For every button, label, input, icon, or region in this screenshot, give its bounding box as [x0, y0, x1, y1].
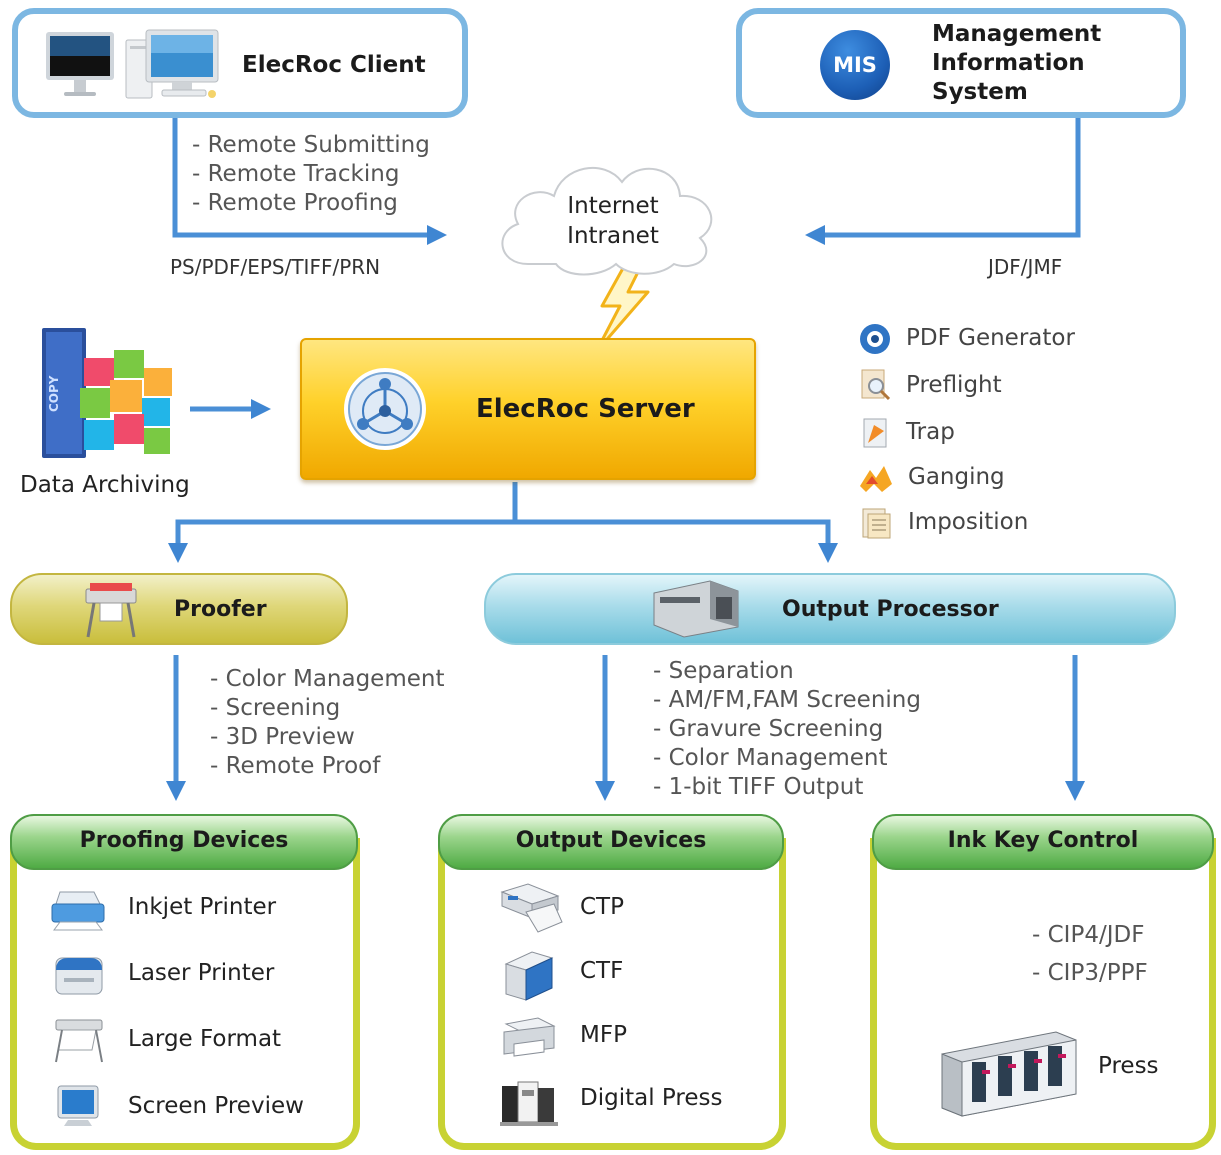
- mis-badge: MIS: [820, 30, 890, 100]
- output-processor-icon: [650, 577, 742, 645]
- feature-trap: Trap: [906, 419, 955, 445]
- cloud-label: Internet Intranet: [548, 191, 678, 251]
- cloud-line1: Internet: [567, 193, 659, 219]
- ganging-icon: [856, 462, 896, 500]
- output-processor-title: Output Processor: [782, 597, 999, 622]
- mis-title-line2: Information: [932, 50, 1085, 76]
- proofer-feature: - 3D Preview: [210, 724, 355, 750]
- proofer-feature: - Remote Proof: [210, 753, 381, 779]
- device-large-format: Large Format: [128, 1026, 282, 1052]
- ink-key-control-header: Ink Key Control: [872, 814, 1214, 870]
- mis-badge-label: MIS: [833, 53, 877, 77]
- device-ctf: CTF: [580, 958, 624, 984]
- ink-key-protocols: - CIP4/JDF - CIP3/PPF: [1032, 916, 1148, 992]
- processor-feature: - Separation: [653, 658, 794, 684]
- mis-box: MIS Management Information System: [736, 8, 1186, 118]
- client-title: ElecRoc Client: [242, 52, 426, 78]
- printing-press-icon: [936, 1024, 1082, 1124]
- mis-title: Management Information System: [932, 20, 1101, 107]
- preflight-icon: [858, 368, 892, 406]
- imac-icon: [44, 30, 116, 106]
- ink-key-protocol: - CIP3/PPF: [1032, 960, 1148, 986]
- mis-title-line1: Management: [932, 21, 1102, 47]
- pdf-generator-icon: [858, 322, 892, 360]
- proofing-devices-header: Proofing Devices: [10, 814, 358, 870]
- output-devices-header: Output Devices: [438, 814, 784, 870]
- elecroc-server-box: ElecRoc Server: [300, 338, 756, 480]
- processor-feature: - 1-bit TIFF Output: [653, 774, 864, 800]
- feature-pdf-generator: PDF Generator: [906, 325, 1075, 351]
- trap-icon: [858, 415, 892, 453]
- cloud-line2: Intranet: [567, 223, 659, 249]
- elecroc-client-box: ElecRoc Client: [12, 8, 468, 118]
- ink-key-protocol: - CIP4/JDF: [1032, 922, 1145, 948]
- digital-press-icon: [500, 1076, 558, 1132]
- cloud-icon: [488, 152, 728, 284]
- formats-label: PS/PDF/EPS/TIFF/PRN: [170, 255, 381, 279]
- output-processor-pill: Output Processor: [484, 573, 1176, 645]
- feature-ganging: Ganging: [908, 464, 1005, 490]
- server-title: ElecRoc Server: [476, 394, 695, 424]
- large-format-icon: [52, 1016, 106, 1068]
- jdf-label: JDF/JMF: [988, 255, 1063, 279]
- laser-printer-icon: [54, 952, 104, 1002]
- imposition-icon: [860, 506, 894, 544]
- remote-features-list: - Remote Submitting - Remote Tracking - …: [192, 131, 430, 218]
- feature-preflight: Preflight: [906, 372, 1002, 398]
- proofer-title: Proofer: [174, 597, 267, 622]
- client-to-cloud-arrow: [172, 118, 448, 245]
- screen-preview-icon: [54, 1084, 102, 1132]
- server-to-proofer-arrow: [168, 482, 518, 564]
- remote-feature: - Remote Proofing: [192, 190, 398, 216]
- remote-feature: - Remote Tracking: [192, 161, 400, 187]
- processor-feature: - Gravure Screening: [653, 716, 884, 742]
- server-logo-icon: [342, 366, 428, 456]
- proofer-features-list: - Color Management - Screening - 3D Prev…: [210, 665, 444, 781]
- device-mfp: MFP: [580, 1022, 627, 1048]
- device-inkjet-printer: Inkjet Printer: [128, 894, 277, 920]
- ctf-icon: [502, 946, 556, 1006]
- plotter-icon: [80, 579, 142, 647]
- data-archiving-icon: COPY: [40, 322, 176, 474]
- proofer-pill: Proofer: [10, 573, 348, 645]
- mis-title-line3: System: [932, 79, 1028, 105]
- inkjet-printer-icon: [50, 888, 106, 936]
- mfp-icon: [500, 1014, 558, 1064]
- proofer-feature: - Screening: [210, 695, 341, 721]
- device-laser-printer: Laser Printer: [128, 960, 275, 986]
- data-archiving-label: Data Archiving: [20, 472, 190, 498]
- processor-feature: - Color Management: [653, 745, 888, 771]
- proofer-feature: - Color Management: [210, 666, 445, 692]
- pc-workstation-icon: [124, 28, 224, 108]
- remote-feature: - Remote Submitting: [192, 132, 430, 158]
- device-ctp: CTP: [580, 894, 624, 920]
- processor-feature: - AM/FM,FAM Screening: [653, 687, 921, 713]
- processor-features-list: - Separation - AM/FM,FAM Screening - Gra…: [653, 657, 921, 802]
- output-devices-panel: [438, 838, 786, 1150]
- archive-box-text: COPY: [47, 375, 61, 412]
- feature-imposition: Imposition: [908, 509, 1029, 535]
- server-to-processor-arrow: [515, 519, 838, 564]
- press-label: Press: [1098, 1053, 1159, 1079]
- device-digital-press: Digital Press: [580, 1085, 723, 1111]
- device-screen-preview: Screen Preview: [128, 1093, 304, 1119]
- ctp-icon: [498, 882, 564, 940]
- mis-to-cloud-arrow: [804, 118, 1081, 245]
